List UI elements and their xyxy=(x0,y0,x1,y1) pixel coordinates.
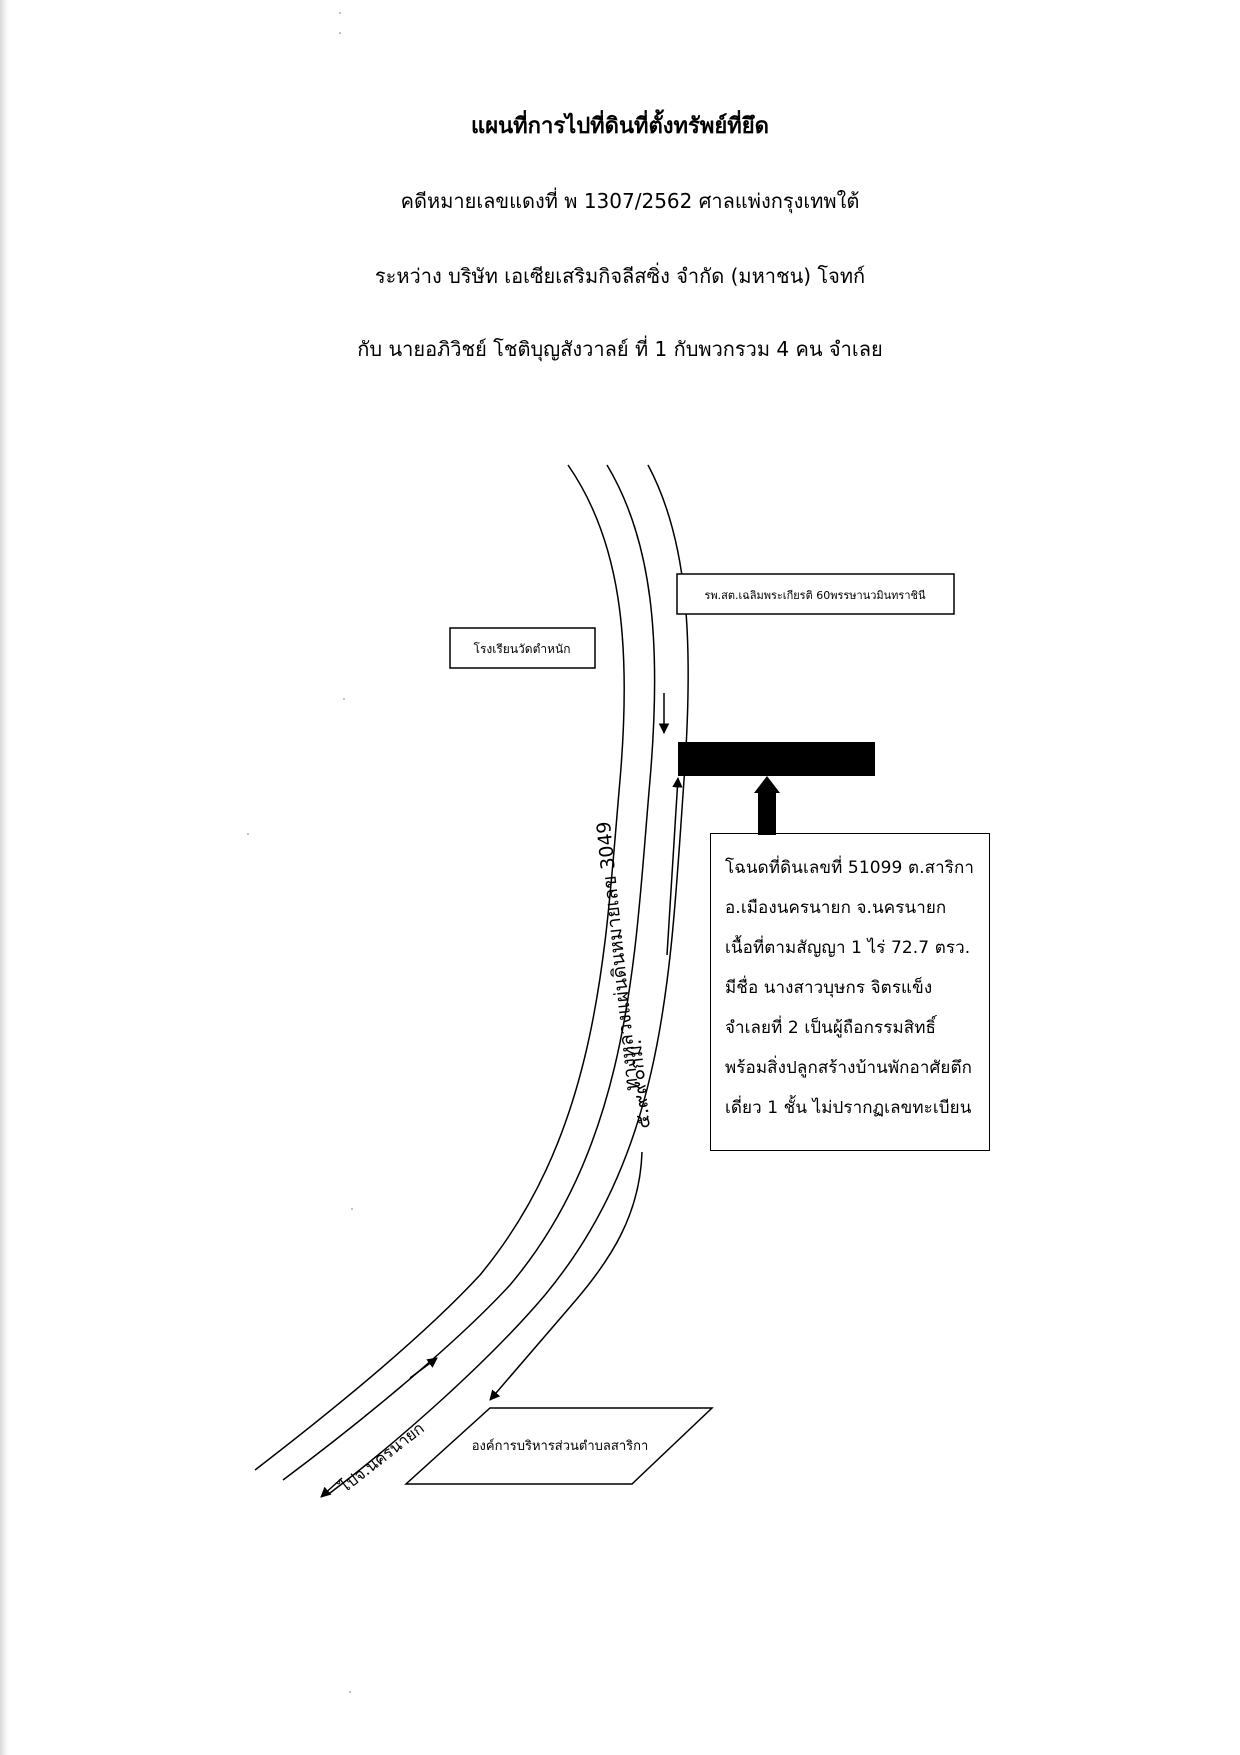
scan-speck xyxy=(349,1691,351,1693)
distance-label: ๕.๙๙๐กม. xyxy=(624,1038,655,1130)
lane-arrow-north xyxy=(666,776,683,956)
deed-line: เดี่ยว 1 ชั้น ไม่ปรากฏเลขทะเบียน xyxy=(725,1098,972,1118)
exit-arrow-southwest xyxy=(320,1477,343,1498)
road-edge-left xyxy=(254,464,625,1471)
scan-speck xyxy=(351,1208,353,1210)
hospital-box xyxy=(676,573,955,615)
pointer-arrow-shaft xyxy=(758,790,776,835)
sao-parallelogram xyxy=(404,1407,714,1485)
parties-line: ระหว่าง บริษัท เอเซียเสริมกิจลีสซิ่ง จำก… xyxy=(374,264,866,288)
school-label: โรงเรียนวัดตำหนัก xyxy=(474,642,571,656)
lane-arrow-northeast xyxy=(409,1357,438,1379)
property-marker xyxy=(678,742,875,776)
pointer-arrow-head xyxy=(754,776,780,793)
road-centre-line xyxy=(282,464,656,1481)
case-number-line: คดีหมายเลขแดงที่ พ 1307/2562 ศาลแพ่งกรุง… xyxy=(400,189,860,213)
deed-line: จำเลยที่ 2 เป็นผู้ถือกรรมสิทธิ์ xyxy=(725,1018,937,1038)
deed-line: มีชื่อ นางสาวบุษกร จิตรแข็ง xyxy=(725,978,933,998)
scan-speck xyxy=(343,698,345,700)
scan-speck xyxy=(247,833,249,835)
hospital-label: รพ.สต.เฉลิมพระเกียรติ 60พรรษานวมินทราชิน… xyxy=(704,589,925,602)
road-edge-right xyxy=(329,464,689,1494)
deed-line: พร้อมสิ่งปลูกสร้างบ้านพักอาศัยตึก xyxy=(725,1058,972,1078)
scan-edge xyxy=(0,0,10,1755)
deed-line: โฉนดที่ดินเลขที่ 51099 ต.สาริกา xyxy=(725,858,975,878)
scan-speck xyxy=(339,32,341,34)
defendant-line: กับ นายอภิวิชย์ โชติบุญสังวาลย์ ที่ 1 กั… xyxy=(357,337,883,361)
land-deed-box: โฉนดที่ดินเลขที่ 51099 ต.สาริกา อ.เมืองน… xyxy=(710,833,990,1151)
deed-line: เนื้อที่ตามสัญญา 1 ไร่ 72.7 ตรว. xyxy=(725,938,971,958)
route-arrow xyxy=(489,1151,643,1401)
document-title: แผนที่การไปที่ดินที่ตั้งทรัพย์ที่ยึด xyxy=(471,114,769,139)
school-box xyxy=(449,627,596,669)
deed-line: อ.เมืองนครนายก จ.นครนายก xyxy=(725,898,947,918)
sao-label: องค์การบริหารส่วนตำบลสาริกา xyxy=(472,1438,649,1454)
scan-speck xyxy=(339,12,341,14)
